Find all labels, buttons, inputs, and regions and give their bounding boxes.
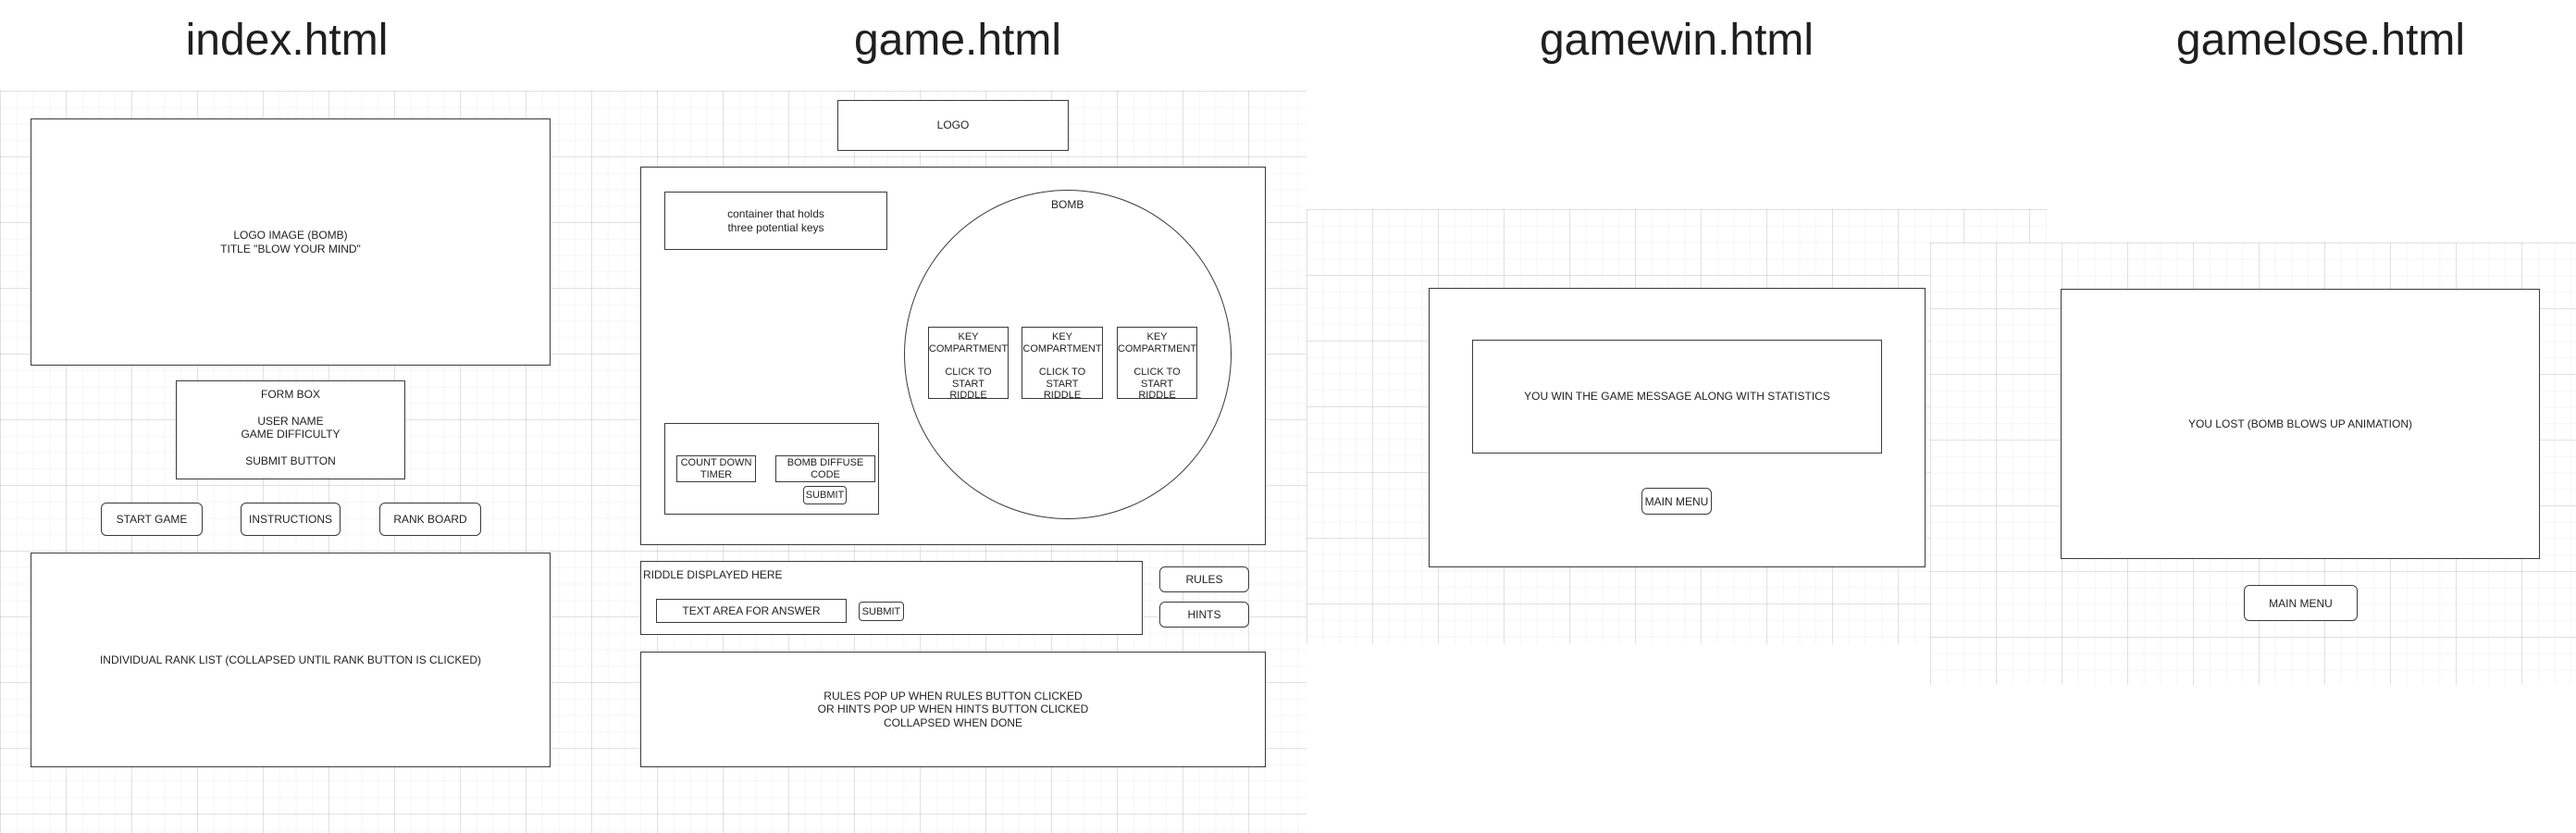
key-compartment-1[interactable]: KEY COMPARTMENT CLICK TO START RIDDLE <box>928 327 1009 401</box>
title-gamelose: gamelose.html <box>2175 16 2466 65</box>
title-index: index.html <box>185 16 389 65</box>
instructions-button[interactable]: INSTRUCTIONS <box>241 503 341 536</box>
gamelose-message: YOU LOST (BOMB BLOWS UP ANIMATION) <box>2061 289 2540 559</box>
bomb-diffuse-code[interactable]: BOMB DIFFUSE CODE <box>775 455 875 482</box>
index-logo-box: LOGO IMAGE (BOMB) TITLE "BLOW YOUR MIND" <box>31 118 551 366</box>
gamelose-main-menu-button[interactable]: MAIN MENU <box>2244 585 2358 621</box>
riddle-label: RIDDLE DISPLAYED HERE <box>643 568 783 581</box>
rank-list-box: INDIVIDUAL RANK LIST (COLLAPSED UNTIL RA… <box>31 553 551 767</box>
riddle-container <box>640 561 1143 635</box>
diffuse-submit-button[interactable]: SUBMIT <box>803 486 847 504</box>
hints-button[interactable]: HINTS <box>1159 602 1249 628</box>
key-compartment-3[interactable]: KEY COMPARTMENT CLICK TO START RIDDLE <box>1117 327 1197 401</box>
countdown-timer: COUNT DOWN TIMER <box>676 455 756 482</box>
gamewin-message: YOU WIN THE GAME MESSAGE ALONG WITH STAT… <box>1472 340 1882 454</box>
rules-button[interactable]: RULES <box>1159 566 1249 592</box>
answer-text-area[interactable]: TEXT AREA FOR ANSWER <box>656 599 847 623</box>
rank-board-button[interactable]: RANK BOARD <box>379 503 481 536</box>
gamewin-main-menu-button[interactable]: MAIN MENU <box>1641 488 1712 515</box>
key-compartment-2[interactable]: KEY COMPARTMENT CLICK TO START RIDDLE <box>1022 327 1103 401</box>
title-game: game.html <box>853 16 1062 65</box>
answer-submit-button[interactable]: SUBMIT <box>859 602 904 621</box>
title-gamewin: gamewin.html <box>1539 16 1814 65</box>
game-logo-box: LOGO <box>837 100 1069 151</box>
index-form-box[interactable]: FORM BOX USER NAME GAME DIFFICULTY SUBMI… <box>176 380 405 479</box>
keys-container: container that holds three potential key… <box>664 192 887 250</box>
rules-hints-popup: RULES POP UP WHEN RULES BUTTON CLICKED O… <box>640 652 1266 767</box>
start-game-button[interactable]: START GAME <box>101 503 203 536</box>
bomb-label: BOMB <box>1051 198 1084 211</box>
